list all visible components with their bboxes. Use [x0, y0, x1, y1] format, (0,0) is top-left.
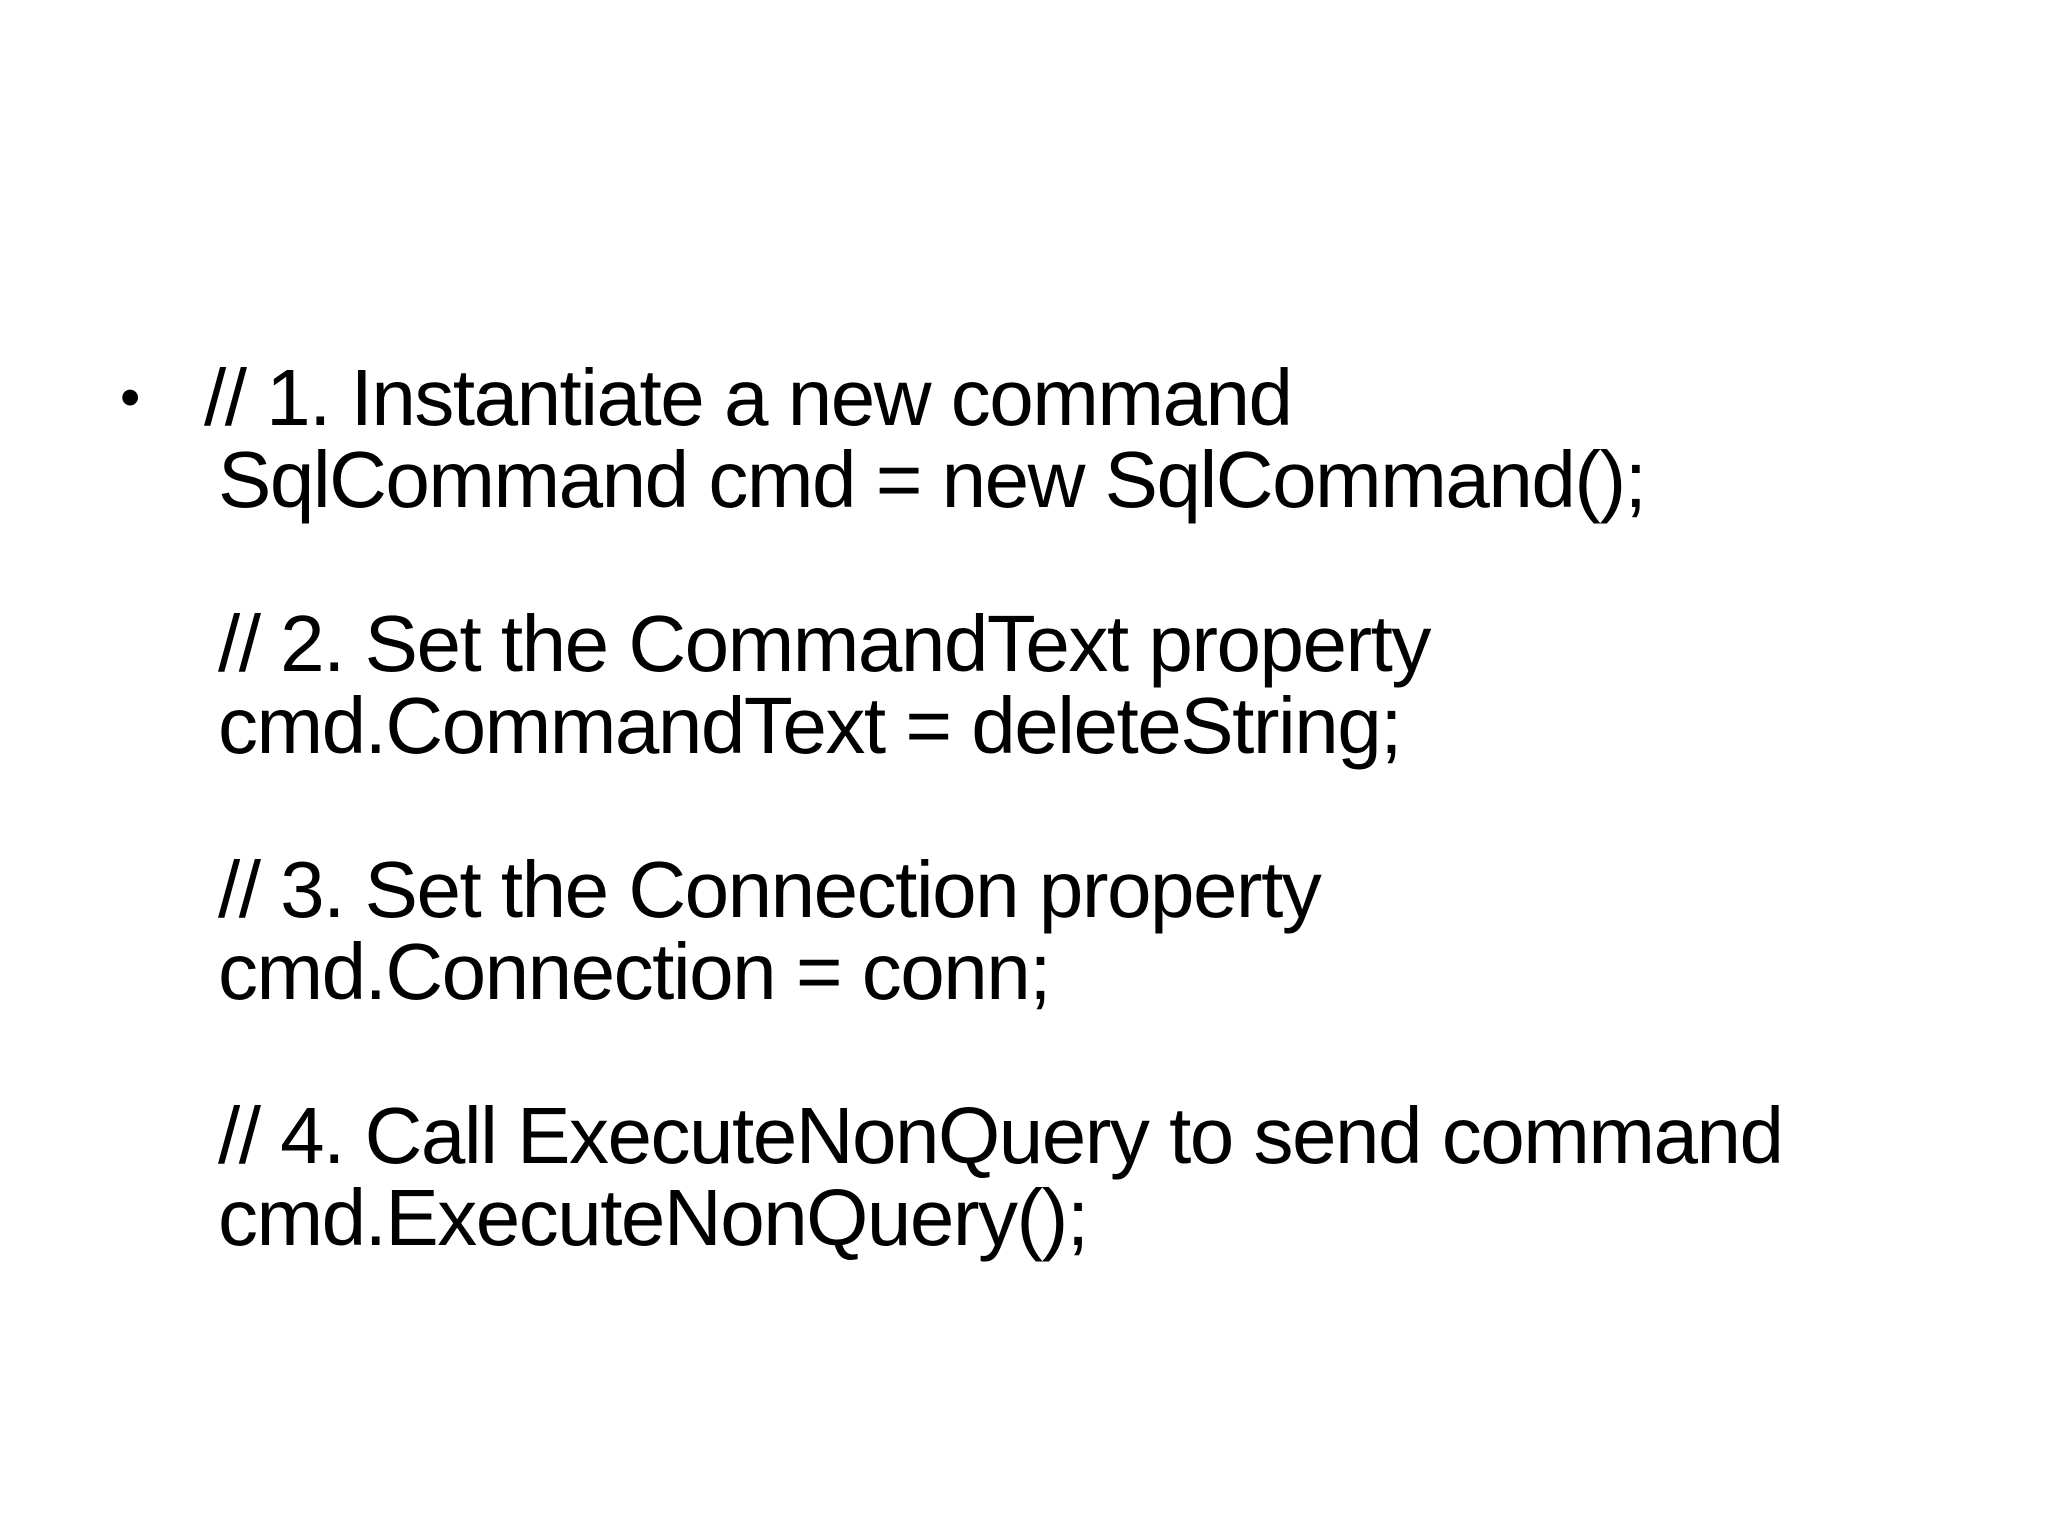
code-line-comment-3: // 3. Set the Connection property: [218, 845, 1322, 934]
code-line-statement-1: SqlCommand cmd = new SqlCommand();: [218, 435, 1647, 524]
code-line-statement-4: cmd.ExecuteNonQuery();: [218, 1173, 1089, 1262]
code-line-statement-3: cmd.Connection = conn;: [218, 927, 1051, 1016]
blank-line: [218, 767, 2008, 849]
code-line-comment-1: // 1. Instantiate a new command: [204, 353, 1293, 442]
blank-line: [218, 1013, 2008, 1095]
code-line-comment-2: // 2. Set the CommandText property: [218, 599, 1431, 688]
bullet-text-block: // 1. Instantiate a new command SqlComma…: [204, 357, 2008, 1262]
code-line-comment-4: // 4. Call ExecuteNonQuery to send comma…: [218, 1091, 1784, 1180]
bullet-marker: •: [120, 365, 141, 430]
code-line-statement-2: cmd.CommandText = deleteString;: [218, 681, 1402, 770]
blank-line: [218, 521, 2008, 603]
